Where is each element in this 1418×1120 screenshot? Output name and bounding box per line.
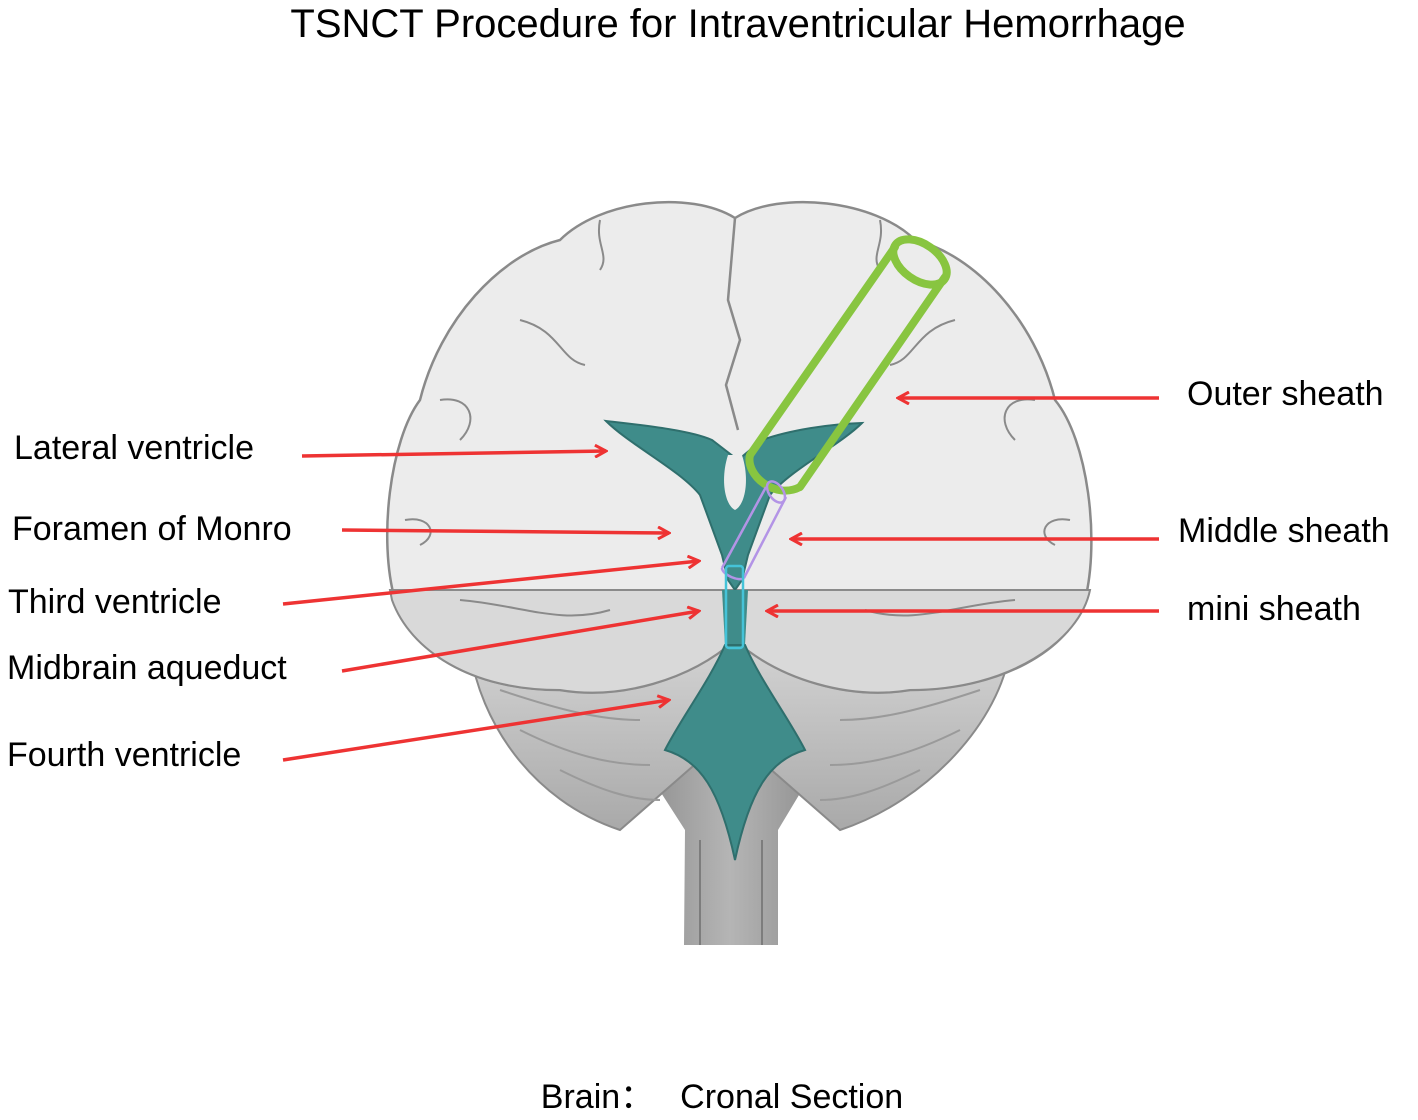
label-midbrain-aqueduct: Midbrain aqueduct: [7, 649, 287, 687]
arrow-midbrain-aqueduct: [341, 611, 699, 673]
label-fourth-ventricle: Fourth ventricle: [7, 736, 242, 774]
label-third-ventricle: Third ventricle: [8, 583, 222, 621]
label-middle-sheath: Middle sheath: [1178, 512, 1390, 550]
mini-sheath-shape: [724, 564, 745, 650]
ventricular-system: [603, 419, 865, 861]
arrow-lateral-ventricle: [301, 451, 606, 456]
diagram-title: TSNCT Procedure for Intraventricular Hem…: [290, 2, 1186, 46]
arrow-third-ventricle: [282, 561, 699, 606]
figure-caption: Brain： Cronal Section: [0, 1077, 1418, 1117]
label-outer-sheath: Outer sheath: [1187, 375, 1384, 413]
label-lateral-ventricle: Lateral ventricle: [14, 429, 255, 467]
label-foramen-of-monro: Foramen of Monro: [12, 510, 292, 548]
outer-sheath-shape: [745, 235, 951, 495]
arrow-fourth-ventricle: [282, 700, 669, 762]
caption-text: Cronal Section: [680, 1078, 904, 1116]
arrow-foramen-of-monro: [341, 530, 669, 533]
brainstem: [640, 760, 820, 945]
label-mini-sheath: mini sheath: [1187, 590, 1361, 628]
caption-prefix: Brain：: [540, 1078, 655, 1116]
